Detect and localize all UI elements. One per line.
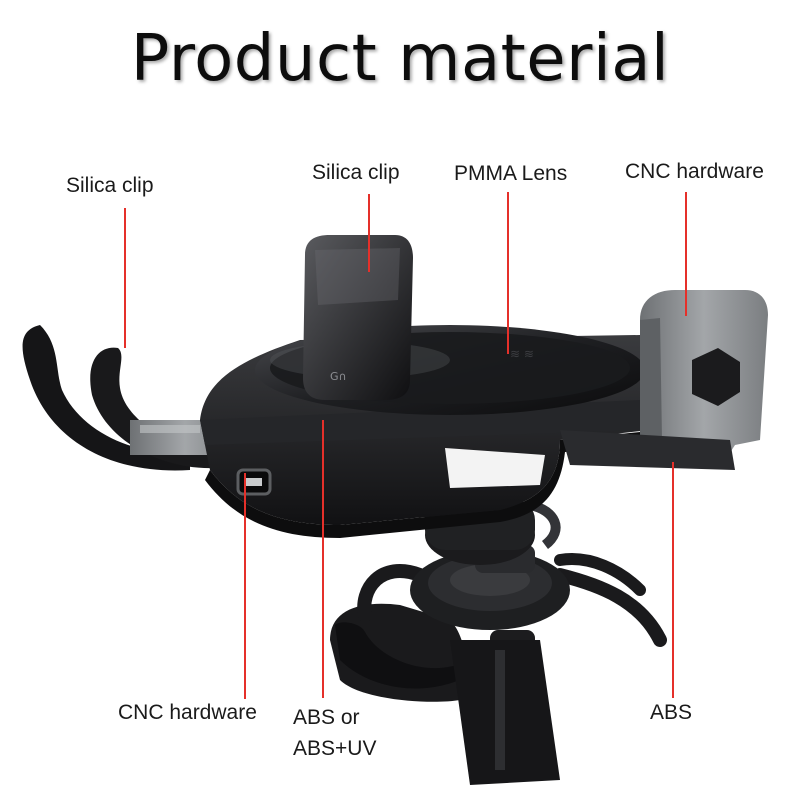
label-abs: ABS — [650, 701, 693, 724]
leader-cnc-hardware-bottom — [244, 473, 246, 699]
label-cnc-hardware-top: CNC hardware — [625, 160, 764, 183]
vent-clip — [330, 603, 560, 785]
label-cnc-hardware-bottom: CNC hardware — [118, 701, 257, 724]
leader-abs — [672, 462, 674, 698]
right-cnc-arm — [560, 290, 768, 470]
top-silica-clip: G∩ — [303, 235, 413, 400]
label-abs-or-uv: ABS or ABS+UV — [293, 706, 377, 760]
label-pmma-lens: PMMA Lens — [454, 162, 568, 185]
label-silica-clip-left: Silica clip — [66, 174, 154, 197]
leader-silica-clip-left — [124, 208, 126, 348]
svg-text:G∩: G∩ — [330, 370, 347, 383]
leader-cnc-hardware-top — [685, 192, 687, 316]
page-title: Product material — [130, 22, 670, 96]
label-silica-clip-top: Silica clip — [312, 161, 400, 184]
leader-silica-clip-top — [368, 194, 370, 272]
svg-text:≋ ≋: ≋ ≋ — [510, 347, 534, 361]
leader-abs-or-uv — [322, 420, 324, 698]
leader-pmma-lens — [507, 192, 509, 354]
left-silica-clips — [22, 325, 240, 471]
